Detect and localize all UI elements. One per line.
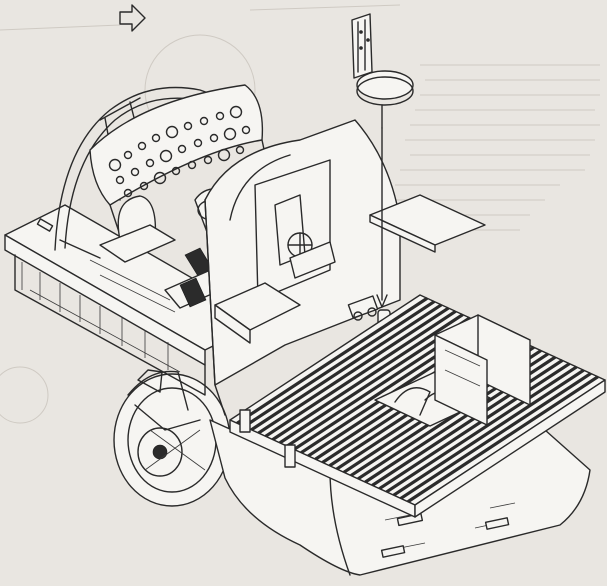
instrument-dial [203, 155, 213, 165]
instrument-dial [153, 171, 167, 185]
slatted-floor [229, 294, 606, 518]
instrument-dial [187, 160, 197, 170]
floor-slat [271, 313, 464, 441]
instrument-dials [108, 105, 251, 198]
instrument-dial [183, 121, 193, 131]
instrument-dial [151, 133, 161, 143]
arrow-right-outline-icon [119, 4, 146, 32]
instrument-dial [115, 175, 125, 185]
landing-wheel [113, 369, 231, 507]
instrument-dial [123, 150, 133, 160]
instrument-dial [177, 144, 187, 154]
side-shelf [369, 194, 486, 253]
floor-base [4, 204, 266, 396]
floor-slat [392, 368, 585, 497]
instrument-dial [217, 148, 231, 162]
instrument-dial [139, 181, 149, 191]
floor-slat [399, 372, 592, 500]
rear-bulkhead [204, 119, 401, 416]
seats [89, 188, 233, 313]
instrument-dial [165, 125, 179, 139]
floor-slat [378, 362, 571, 490]
instrument-dial [209, 133, 219, 143]
floor-slat [243, 300, 436, 428]
instrument-dial [108, 158, 122, 172]
instrument-dial [159, 149, 173, 163]
instrument-dial [199, 116, 209, 126]
instrument-dial [137, 141, 147, 151]
cockpit-frame [54, 86, 256, 259]
instrument-dial [241, 125, 251, 135]
floor-slat [264, 310, 457, 438]
instrument-dial [193, 138, 203, 148]
instrument-dial [130, 167, 140, 177]
instrument-dial [123, 188, 133, 198]
floor-slat [407, 375, 599, 504]
instrument-dial [235, 145, 245, 155]
instrument-dial [171, 166, 181, 176]
instrument-dial [145, 158, 155, 168]
instrument-dial [229, 105, 243, 119]
floor-slat [236, 296, 428, 425]
floor-slat [257, 306, 450, 435]
floor-brackets [239, 295, 379, 468]
floor-slat [250, 303, 443, 432]
instrument-dial [215, 111, 225, 121]
instrument-dial [223, 127, 237, 141]
floor-slat [385, 365, 578, 494]
